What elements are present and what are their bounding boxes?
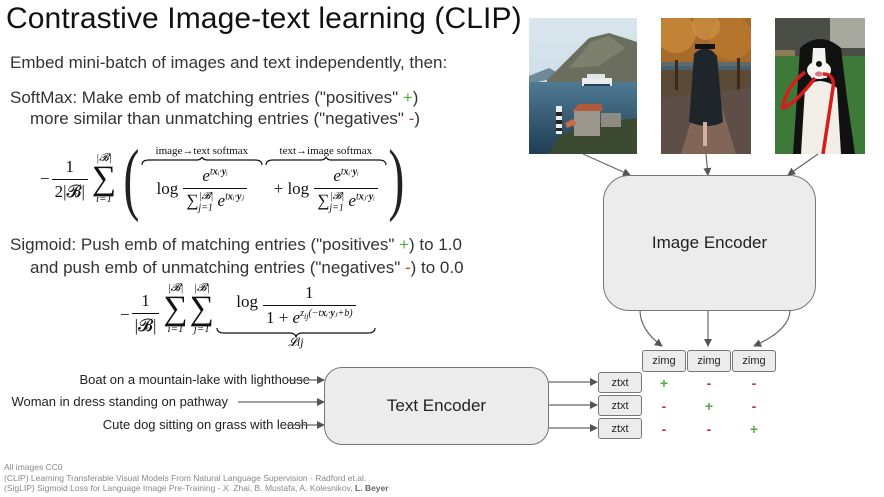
positive-mark: + bbox=[659, 375, 669, 391]
negative-mark: - bbox=[706, 375, 712, 391]
ztxt-label: ztxt bbox=[611, 376, 629, 389]
ztxt-chip-2: ztxt bbox=[598, 395, 642, 416]
softmax-line-2-suffix: ) bbox=[414, 109, 421, 128]
softmax-line-1: SoftMax: Make emb of matching entries ("… bbox=[10, 88, 418, 108]
sigmoid-line-2-suffix: ) to 0.0 bbox=[410, 258, 464, 277]
sigmoid-line-1-prefix: Sigmoid: Push emb of matching entries ("… bbox=[10, 235, 400, 254]
softmax-coefficient: 1 2|𝓑| bbox=[51, 156, 88, 202]
negative-mark: - bbox=[706, 421, 712, 437]
negative-sign: - bbox=[404, 258, 411, 277]
log: log bbox=[236, 291, 258, 311]
sigmoid-line-2-prefix: and push emb of unmatching entries ("neg… bbox=[30, 258, 405, 277]
zimg-chip-3: zimg bbox=[732, 350, 776, 372]
photo-lake-lighthouse-art bbox=[529, 18, 637, 154]
sigmoid-formula: − 1 |𝓑| |𝓑| ∑ i=1 |𝓑| ∑ j=1 log 1 1 + ez… bbox=[120, 283, 376, 349]
sigmoid-line-2: and push emb of unmatching entries ("neg… bbox=[30, 258, 464, 278]
negative-sign: - bbox=[408, 109, 415, 128]
footer-author-highlight: L. Beyer bbox=[355, 483, 389, 493]
overbrace-1 bbox=[141, 156, 263, 165]
caption-1: Boat on a mountain-lake with lighthouse bbox=[79, 372, 310, 387]
sum-i-upper: |𝓑| bbox=[167, 282, 184, 294]
arrow-photo3-to-image-encoder bbox=[787, 153, 819, 176]
image-to-text-term: image→text softmax log etxᵢ·yᵢ ∑j=1|𝓑| e… bbox=[141, 145, 263, 213]
photo-graduate-art bbox=[661, 18, 751, 154]
sum-j-upper: |𝓑| bbox=[193, 282, 210, 294]
positive-sign: + bbox=[399, 235, 410, 254]
sigmoid-line-1: Sigmoid: Push emb of matching entries ("… bbox=[10, 235, 462, 255]
caption-3: Cute dog sitting on grass with leash bbox=[102, 417, 308, 432]
photo-dog-art bbox=[775, 18, 865, 154]
positive-mark: + bbox=[704, 398, 714, 414]
negative-mark: - bbox=[661, 398, 667, 414]
slide-title: Contrastive Image-text learning (CLIP) bbox=[6, 2, 522, 35]
sum-j-lower: j=1 bbox=[193, 323, 210, 335]
underbrace bbox=[216, 328, 376, 337]
sum-upper: |𝓑| bbox=[96, 152, 112, 164]
arrow-image-encoder-to-zimg1 bbox=[639, 309, 663, 347]
text-to-image-term: text→image softmax + log etxᵢ·yᵢ ∑j=1|𝓑|… bbox=[265, 145, 387, 213]
ztxt-chip-1: ztxt bbox=[598, 372, 642, 393]
text-encoder-box: Text Encoder bbox=[324, 367, 549, 445]
sum-i-lower: i=1 bbox=[167, 323, 184, 335]
caption-2: Woman in dress standing on pathway bbox=[11, 394, 228, 409]
sigmoid-line-1-suffix: ) to 1.0 bbox=[409, 235, 462, 254]
arrow-image-encoder-to-zimg3 bbox=[753, 309, 791, 347]
softmax-line-1-prefix: SoftMax: Make emb of matching entries ("… bbox=[10, 88, 403, 107]
footer-line-2: (CLIP) Learning Transferable Visual Mode… bbox=[4, 472, 367, 483]
zimg-label: zimg bbox=[652, 355, 676, 367]
footer-line-1: All images CC0 bbox=[4, 462, 63, 472]
plus-log: + log bbox=[273, 179, 310, 199]
underbrace-label: 𝓛ij bbox=[288, 335, 304, 349]
arrow-photo2-to-image-encoder bbox=[703, 153, 712, 176]
zimg-label: zimg bbox=[742, 355, 766, 367]
ztxt-label: ztxt bbox=[611, 422, 629, 435]
overbrace-2 bbox=[265, 156, 387, 165]
softmax-line-2-prefix: more similar than unmatching entries ("n… bbox=[30, 109, 409, 128]
zimg-chip-2: zimg bbox=[687, 350, 731, 372]
coef-denominator: 2|𝓑| bbox=[51, 178, 88, 202]
footer-line-3-text: (SigLIP) Sigmoid Loss for Language Image… bbox=[4, 483, 356, 493]
negative-mark: - bbox=[751, 375, 757, 391]
softmax-line-1-suffix: ) bbox=[412, 88, 419, 107]
sigmoid-coefficient: 1 |𝓑| bbox=[131, 291, 160, 336]
intro-text: Embed mini-batch of images and text inde… bbox=[10, 53, 448, 72]
positive-mark: + bbox=[749, 421, 759, 437]
frac-numerator: 1 bbox=[305, 283, 314, 302]
softmax-formula: − 1 2|𝓑| |𝓑| ∑ i=1 ( image→text softmax … bbox=[40, 135, 405, 223]
photo-dog bbox=[775, 18, 865, 154]
sum-operator: |𝓑| ∑ i=1 bbox=[91, 152, 117, 205]
sum-i-operator: |𝓑| ∑ i=1 bbox=[163, 282, 188, 335]
loss-term: log 1 1 + ezij(−txᵢ·yⱼ+b) 𝓛ij bbox=[216, 283, 376, 350]
text-encoder-label: Text Encoder bbox=[386, 396, 487, 415]
negative-mark: - bbox=[751, 398, 757, 414]
negative-mark: - bbox=[661, 421, 667, 437]
brace-label-text-to-image: text→image softmax bbox=[279, 144, 373, 157]
sum-lower: i=1 bbox=[96, 193, 113, 205]
positive-sign: + bbox=[402, 88, 413, 107]
photo-graduate bbox=[661, 18, 751, 154]
arrow-photo1-to-image-encoder bbox=[582, 153, 631, 176]
softmax-line-2: more similar than unmatching entries ("n… bbox=[30, 109, 420, 129]
image-encoder-box: Image Encoder bbox=[603, 175, 816, 311]
sum-j-operator: |𝓑| ∑ j=1 bbox=[189, 282, 214, 335]
log-1: log bbox=[156, 179, 179, 199]
footer-line-3: (SigLIP) Sigmoid Loss for Language Image… bbox=[4, 483, 389, 494]
ztxt-chip-3: ztxt bbox=[598, 418, 642, 439]
coef-numerator: 1 bbox=[65, 156, 75, 176]
zimg-chip-1: zimg bbox=[642, 350, 686, 372]
brace-label-image-to-text: image→text softmax bbox=[155, 144, 249, 157]
coef-denominator: |𝓑| bbox=[131, 313, 160, 336]
footer-references: All images CC0 (CLIP) Learning Transfera… bbox=[4, 462, 389, 494]
photo-lake-lighthouse bbox=[529, 18, 637, 154]
ztxt-label: ztxt bbox=[611, 399, 629, 412]
zimg-label: zimg bbox=[697, 355, 721, 367]
coef-numerator: 1 bbox=[141, 291, 150, 310]
image-encoder-label: Image Encoder bbox=[651, 233, 768, 252]
